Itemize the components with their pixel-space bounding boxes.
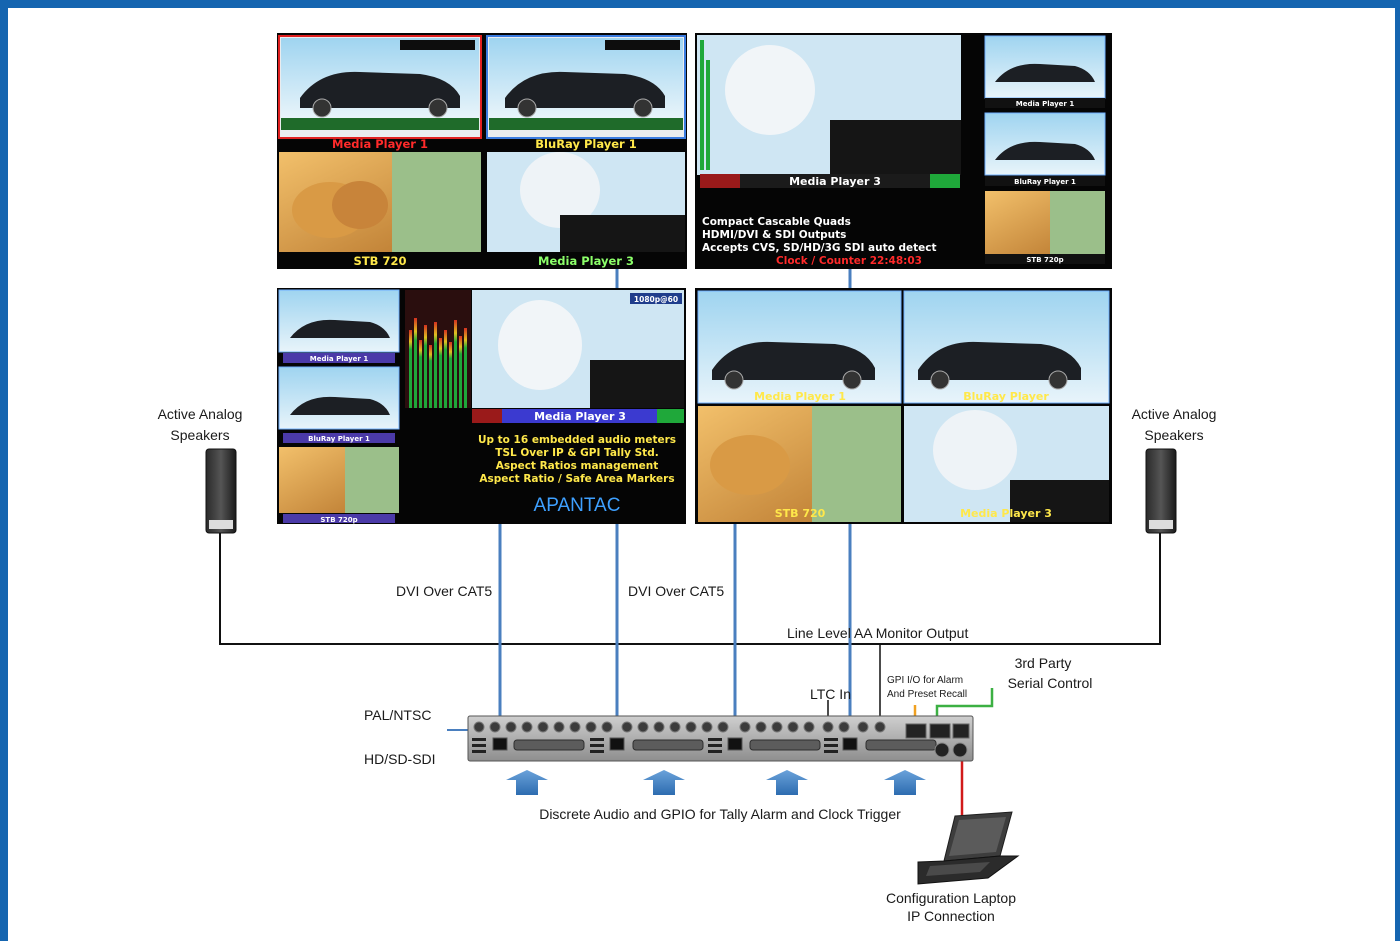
tile-label-3: STB 720 bbox=[354, 254, 407, 268]
main-label: Media Player 3 bbox=[789, 175, 881, 188]
feature-line-2: TSL Over IP & GPI Tally Std. bbox=[495, 447, 658, 459]
feature-line-3: Aspect Ratios management bbox=[496, 460, 659, 472]
labels: Active Analog Speakers Active Analog Spe… bbox=[158, 406, 1217, 924]
tile-label-4: Media Player 3 bbox=[960, 507, 1052, 520]
gpi-label-2: And Preset Recall bbox=[887, 689, 967, 700]
audio-meters bbox=[405, 290, 471, 408]
ltc-in-label: LTC In bbox=[810, 686, 851, 702]
tile-media-player-1 bbox=[278, 35, 482, 139]
feature-line-3: Accepts CVS, SD/HD/3G SDI auto detect bbox=[702, 242, 937, 254]
monitor-bottom-right: Media Player 1 BluRay Player STB 720 Med… bbox=[695, 288, 1112, 524]
hd-sd-sdi-label: HD/SD-SDI bbox=[364, 751, 436, 767]
tile-label-1: Media Player 1 bbox=[754, 390, 846, 403]
main-label: Media Player 3 bbox=[534, 410, 626, 423]
tile-media-player-3 bbox=[487, 152, 685, 252]
tile-label-2: BluRay Player 1 bbox=[535, 137, 636, 151]
serial-label-2: Serial Control bbox=[1008, 675, 1093, 691]
pal-ntsc-label: PAL/NTSC bbox=[364, 707, 431, 723]
serial-label-1: 3rd Party bbox=[1015, 655, 1072, 671]
tile-stb-720 bbox=[279, 152, 481, 252]
laptop-label-1: Configuration Laptop bbox=[886, 890, 1016, 906]
feature-line-2: HDMI/DVI & SDI Outputs bbox=[702, 229, 846, 241]
side-label-2: BluRay Player 1 bbox=[1014, 178, 1076, 186]
monitor-top-right: Media Player 3 Media Player 1 BluRay Pla… bbox=[695, 33, 1112, 269]
side-label-3: STB 720p bbox=[320, 516, 357, 524]
tile-bluray-player-1 bbox=[486, 35, 686, 139]
laptop-icon bbox=[917, 811, 1020, 885]
speaker-right bbox=[1145, 448, 1177, 534]
gpi-label-1: GPI I/O for Alarm bbox=[887, 675, 963, 686]
side-label-3: STB 720p bbox=[1026, 256, 1063, 264]
aa-output-label: Line Level AA Monitor Output bbox=[787, 625, 968, 641]
speaker-left-label-2: Speakers bbox=[170, 427, 229, 443]
side-label-2: BluRay Player 1 bbox=[308, 435, 370, 443]
laptop-label-2: IP Connection bbox=[907, 908, 995, 924]
side-label-1: Media Player 1 bbox=[1016, 100, 1075, 108]
clock-counter: Clock / Counter 22:48:03 bbox=[776, 255, 922, 267]
feature-line-1: Compact Cascable Quads bbox=[702, 216, 851, 228]
speaker-left bbox=[205, 448, 237, 534]
dvi-label-2: DVI Over CAT5 bbox=[628, 583, 724, 599]
up-arrow-2 bbox=[643, 770, 685, 795]
aa-monitor-cable bbox=[219, 532, 1161, 645]
serial-cable bbox=[935, 688, 994, 724]
tile-label-3: STB 720 bbox=[775, 507, 826, 520]
up-arrow-3 bbox=[766, 770, 808, 795]
speaker-right-label-2: Speakers bbox=[1144, 427, 1203, 443]
up-arrow-1 bbox=[506, 770, 548, 795]
monitor-top-left: Media Player 1 BluRay Player 1 STB 720 M… bbox=[277, 33, 687, 269]
side-label-1: Media Player 1 bbox=[310, 355, 369, 363]
brand-name: APANTAC bbox=[534, 495, 621, 516]
speaker-right-label-1: Active Analog bbox=[1132, 406, 1217, 422]
monitor-bottom-left: Media Player 1 BluRay Player 1 STB 720p bbox=[277, 288, 686, 524]
tile-label-2: BluRay Player bbox=[963, 390, 1049, 403]
feature-line-4: Aspect Ratio / Safe Area Markers bbox=[479, 473, 674, 485]
tile-label-1: Media Player 1 bbox=[332, 137, 428, 151]
dvi-label-1: DVI Over CAT5 bbox=[396, 583, 492, 599]
rack-unit bbox=[467, 715, 974, 762]
discrete-audio-label: Discrete Audio and GPIO for Tally Alarm … bbox=[539, 806, 901, 822]
resolution-badge: 1080p@60 bbox=[634, 295, 678, 304]
tile-label-4: Media Player 3 bbox=[538, 254, 634, 268]
speaker-left-label-1: Active Analog bbox=[158, 406, 243, 422]
input-arrows bbox=[506, 770, 926, 795]
feature-line-1: Up to 16 embedded audio meters bbox=[478, 434, 676, 446]
up-arrow-4 bbox=[884, 770, 926, 795]
